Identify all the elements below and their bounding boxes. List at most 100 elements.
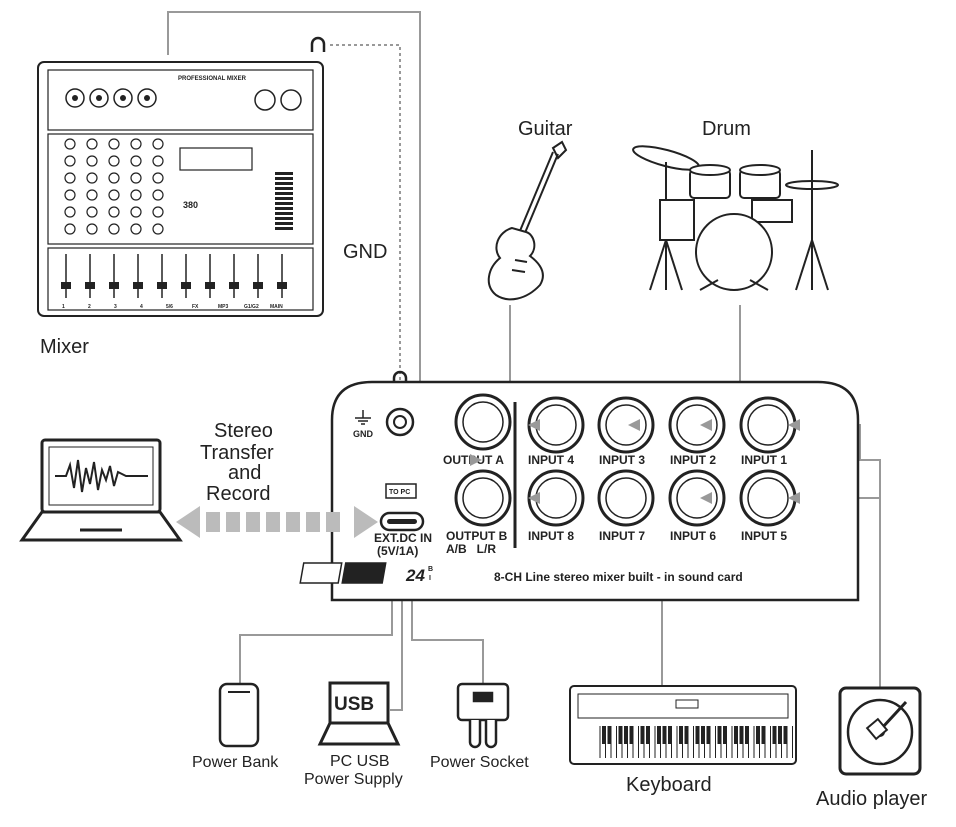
mixer-knob bbox=[130, 138, 142, 150]
audio-player-label: Audio player bbox=[816, 788, 928, 810]
black-key bbox=[695, 726, 699, 744]
mixer-level-meter bbox=[275, 172, 293, 230]
mixer-knob bbox=[108, 138, 120, 150]
input-3-jack bbox=[597, 396, 655, 454]
meter-segment bbox=[275, 227, 293, 230]
meter-segment bbox=[275, 192, 293, 195]
pc-usb-label-2: Power Supply bbox=[304, 771, 403, 788]
meter-segment bbox=[275, 212, 293, 215]
mixer-channel-label: MP3 bbox=[218, 304, 229, 310]
gnd-wire-label: GND bbox=[343, 241, 387, 263]
bitdepth-sub: I bbox=[429, 575, 431, 582]
mixer-knob bbox=[86, 206, 98, 218]
mixer-knob bbox=[64, 223, 76, 235]
laptop-icon bbox=[19, 438, 183, 542]
meter-segment bbox=[275, 202, 293, 205]
guitar-label: Guitar bbox=[518, 118, 573, 140]
meter-segment bbox=[275, 217, 293, 220]
tagline-text: 8-CH Line stereo mixer built - in sound … bbox=[494, 570, 743, 584]
mixer-main-out-jack-1 bbox=[254, 89, 276, 111]
meter-segment bbox=[275, 182, 293, 185]
mixer-knob bbox=[130, 172, 142, 184]
input-4-jack bbox=[527, 396, 585, 454]
mixer-main-out-jack-2 bbox=[280, 89, 302, 111]
mixer-knob bbox=[152, 155, 164, 167]
black-key bbox=[723, 726, 727, 744]
input-6-jack bbox=[668, 469, 726, 527]
pc-usb-label-1: PC USB bbox=[330, 753, 390, 770]
pc-usb-icon: USB bbox=[317, 681, 401, 746]
mixer-knob bbox=[108, 172, 120, 184]
black-key bbox=[778, 726, 782, 744]
to-pc-box bbox=[385, 483, 417, 499]
meter-segment bbox=[275, 177, 293, 180]
mixer-knob bbox=[152, 138, 164, 150]
black-key bbox=[717, 726, 721, 744]
input-label-7: INPUT 6 bbox=[670, 529, 716, 543]
mixer-knob bbox=[86, 189, 98, 201]
input-7-jack bbox=[597, 469, 655, 527]
ground-symbol-icon bbox=[355, 410, 371, 425]
input-label-8: INPUT 5 bbox=[741, 529, 787, 543]
mixer-knob bbox=[64, 206, 76, 218]
fader-cap bbox=[253, 282, 263, 289]
input-1-jack bbox=[739, 396, 797, 454]
black-key bbox=[657, 726, 661, 744]
fader-cap bbox=[277, 282, 287, 289]
mixer-knob bbox=[108, 223, 120, 235]
black-key bbox=[734, 726, 738, 744]
black-key bbox=[739, 726, 743, 744]
mixer-knob bbox=[130, 189, 142, 201]
bitdepth-unit: B bbox=[428, 566, 433, 573]
black-key bbox=[679, 726, 683, 744]
black-key bbox=[646, 726, 650, 744]
fader-cap bbox=[133, 282, 143, 289]
drum-label: Drum bbox=[702, 118, 751, 140]
input-label-4: INPUT 1 bbox=[741, 453, 787, 467]
keyboard-label: Keyboard bbox=[626, 774, 712, 796]
mixer-knob-grid bbox=[64, 138, 164, 235]
mixer-knob bbox=[130, 206, 142, 218]
mixer-knob bbox=[152, 223, 164, 235]
mixer-display bbox=[179, 147, 253, 171]
mixer-knob bbox=[152, 172, 164, 184]
black-key bbox=[662, 726, 666, 744]
mixer-knob bbox=[152, 189, 164, 201]
black-key bbox=[618, 726, 622, 744]
mixer-channel-label: 1 bbox=[62, 304, 65, 310]
keyboard-keys bbox=[599, 726, 793, 758]
mixer-knob bbox=[86, 155, 98, 167]
mixer-knob bbox=[86, 172, 98, 184]
mixer-xlr-jack-1 bbox=[65, 88, 85, 108]
mixer-knob bbox=[64, 189, 76, 201]
fader-cap bbox=[181, 282, 191, 289]
mixer-channel-label: 2 bbox=[88, 304, 91, 310]
transfer-line-4: Record bbox=[206, 483, 270, 505]
bidirectional-arrow bbox=[176, 506, 378, 538]
black-key bbox=[761, 726, 765, 744]
meter-segment bbox=[275, 187, 293, 190]
wire-gnd bbox=[330, 44, 401, 380]
black-key bbox=[706, 726, 710, 744]
mixer-knob bbox=[64, 172, 76, 184]
transfer-line-3: and bbox=[228, 462, 261, 484]
output-b-jack bbox=[454, 469, 512, 527]
mixer-xlr-jack-2 bbox=[89, 88, 109, 108]
mixer-knob bbox=[108, 206, 120, 218]
input-2-jack bbox=[668, 396, 726, 454]
jack-array bbox=[454, 393, 797, 527]
transfer-line-1: Stereo bbox=[214, 420, 273, 442]
fader-cap bbox=[61, 282, 71, 289]
transfer-text: Stereo Transfer and Record bbox=[200, 420, 274, 505]
mixer-xlr-jack-3 bbox=[113, 88, 133, 108]
gnd-plug-icon-top bbox=[310, 36, 326, 52]
meter-segment bbox=[275, 197, 293, 200]
mixer-knob bbox=[64, 155, 76, 167]
black-key bbox=[629, 726, 633, 744]
mixer-knob bbox=[108, 155, 120, 167]
mixer-knob bbox=[86, 223, 98, 235]
black-key bbox=[640, 726, 644, 744]
ext-dc-in-text: EXT.DC IN bbox=[374, 531, 432, 545]
